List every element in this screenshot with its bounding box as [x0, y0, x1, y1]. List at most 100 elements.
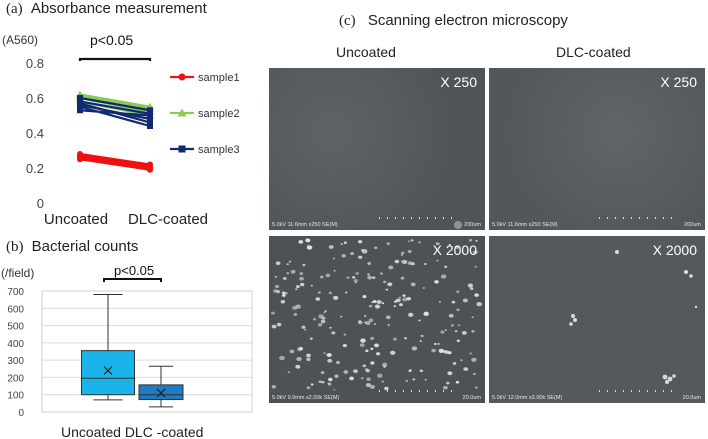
bacterium	[340, 243, 343, 245]
bacterium	[370, 347, 374, 350]
bacterium	[456, 339, 460, 343]
bacterium	[320, 319, 326, 324]
sem-parameters: 5.0kV 9.9mm x2.00k SE(M)	[272, 395, 340, 401]
bacterium	[390, 350, 396, 355]
bacterium	[327, 358, 333, 363]
bacterium	[295, 364, 301, 369]
bacterium	[288, 260, 292, 263]
bacterium	[386, 242, 390, 245]
x-axis-label-b: Uncoated DLC -coated	[61, 424, 203, 439]
bacterium	[471, 357, 477, 362]
bacterium	[412, 378, 416, 381]
y-tick-label: 0.8	[26, 56, 44, 71]
bacterium	[345, 291, 348, 294]
bacterium	[273, 289, 278, 293]
bacterium	[410, 239, 414, 242]
magnification-label: X 250	[440, 74, 477, 90]
bacterium	[296, 356, 302, 362]
series-line	[79, 95, 151, 110]
bacterium	[271, 385, 276, 389]
bacterium	[320, 275, 324, 279]
panel-b-title: Bacterial counts	[31, 238, 139, 255]
bacterium	[393, 305, 396, 308]
bacterium	[474, 386, 478, 389]
bacterium	[462, 298, 468, 303]
bacterium	[384, 386, 389, 391]
bacterium	[400, 276, 405, 280]
legend-label: sample3	[198, 144, 240, 156]
bacterium	[407, 261, 413, 265]
sem-footer: 5.0kV 12.0mm x2.00k SE(M) 20.0um	[489, 393, 705, 403]
bacterium	[279, 355, 285, 361]
bacterium	[271, 311, 275, 315]
bacterium	[324, 310, 327, 313]
bacterium	[360, 377, 364, 380]
bacterium	[317, 323, 323, 327]
bacterium	[332, 257, 336, 260]
bacterium	[329, 326, 332, 329]
sem-image-dlc-x250: X 250 5.0kV 11.6mm x250 SE(M) 200um	[489, 68, 705, 230]
bacterium	[455, 245, 460, 249]
bacterium	[368, 318, 374, 323]
bacterium	[326, 353, 332, 357]
bacterium	[376, 352, 381, 356]
bacterium	[318, 314, 324, 319]
bacterium	[474, 265, 477, 268]
bacterium	[299, 276, 304, 281]
panel-c-title: Scanning electron microscopy	[367, 12, 568, 29]
data-point	[177, 108, 187, 117]
bacterium	[309, 337, 313, 340]
bacterium	[364, 368, 369, 372]
y-axis-label-b: (/field)	[1, 266, 34, 280]
sparse-bacteria	[569, 250, 698, 384]
bacterium	[299, 282, 305, 287]
series-line	[79, 152, 151, 166]
bacterium	[275, 261, 281, 265]
bacterium	[293, 313, 298, 316]
data-point	[77, 102, 83, 108]
y-tick-label: 0	[37, 196, 44, 211]
bacterium	[281, 293, 286, 297]
series-line	[79, 100, 151, 115]
bacterium	[393, 337, 397, 341]
bacterium	[369, 384, 376, 389]
y-tick-label: 300	[7, 356, 24, 367]
bacterium	[343, 241, 347, 244]
bacterium	[367, 273, 370, 276]
bacterium	[456, 308, 460, 312]
bacterium	[437, 342, 440, 345]
bacterium	[471, 330, 475, 333]
bacterium	[374, 304, 381, 309]
data-point	[147, 107, 153, 114]
bacterium	[306, 244, 310, 247]
bacterium	[382, 362, 388, 367]
bacterium	[284, 292, 288, 295]
bacterium	[310, 383, 314, 386]
bacterium	[334, 374, 339, 378]
bacterium	[274, 284, 280, 289]
bacterium	[467, 283, 474, 288]
bacterium	[431, 348, 436, 353]
panel-a-label: (a)	[6, 1, 23, 17]
bacterium	[456, 290, 460, 293]
sem-scale: 20.0um	[462, 395, 481, 401]
bacterium	[320, 371, 325, 375]
bacterium	[372, 276, 376, 279]
magnification-label: X 250	[660, 74, 697, 90]
y-tick-label: 500	[7, 322, 24, 333]
bacterium	[327, 382, 332, 386]
bacterium	[352, 276, 356, 279]
bacterium	[368, 304, 373, 308]
bacterium	[451, 300, 456, 304]
bacterium	[367, 275, 373, 280]
sem-footer: 5.0kV 11.6mm x250 SE(M) 200um	[269, 220, 485, 230]
bacterium	[401, 251, 405, 255]
bacterium	[323, 311, 326, 314]
bacterium	[373, 323, 377, 326]
bacterium	[315, 297, 321, 301]
sem-scale: 20.0um	[682, 395, 701, 401]
bacterium	[280, 300, 286, 304]
bacterium	[299, 272, 304, 276]
